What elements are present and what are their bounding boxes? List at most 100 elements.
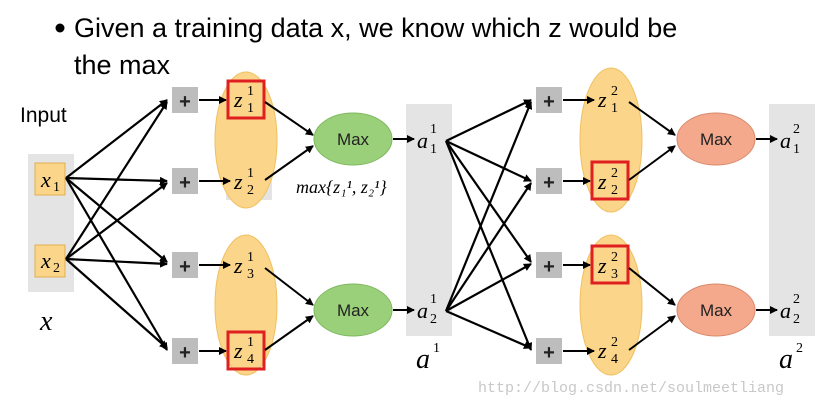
edges-max-to-a1 xyxy=(393,135,415,314)
svg-text:2: 2 xyxy=(793,292,800,307)
group-ellipse-l1-top xyxy=(214,71,278,209)
plus-node-l2-1: + xyxy=(536,87,562,113)
svg-text:a: a xyxy=(417,128,428,153)
svg-text:z: z xyxy=(597,87,607,112)
svg-text:2: 2 xyxy=(611,335,618,350)
svg-text:+: + xyxy=(543,342,555,364)
max-node-l2-top: Max xyxy=(676,112,756,166)
svg-text:1: 1 xyxy=(247,335,254,350)
svg-text:1: 1 xyxy=(247,101,254,116)
plus-node-l2-3: + xyxy=(536,252,562,278)
svg-text:2: 2 xyxy=(611,84,618,99)
z-node-l2-2: z 2 2 xyxy=(590,160,630,201)
x-vector-label: x xyxy=(39,306,53,337)
svg-text:z: z xyxy=(233,87,243,112)
svg-text:+: + xyxy=(179,91,191,113)
svg-text:2: 2 xyxy=(796,341,803,356)
svg-text:1: 1 xyxy=(430,292,437,307)
max-formula: max{z₁¹, z₂¹} xyxy=(296,177,388,197)
a2-layer-label: a 2 xyxy=(779,341,803,375)
svg-text:z: z xyxy=(233,169,243,194)
a1-node-1: a 1 1 xyxy=(417,122,437,157)
bullet-line-1: Given a training data x, we know which z… xyxy=(74,13,677,43)
z-node-l2-1: z 2 1 xyxy=(597,84,618,116)
svg-text:4: 4 xyxy=(247,352,254,367)
svg-text:a: a xyxy=(780,128,791,153)
plus-node-l2-4: + xyxy=(536,338,562,364)
svg-text:z: z xyxy=(597,338,607,363)
x2-node: x 2 xyxy=(34,244,66,278)
svg-text:a: a xyxy=(417,298,428,323)
a1-node-2: a 1 2 xyxy=(417,292,437,327)
svg-text:1: 1 xyxy=(247,250,254,265)
svg-text:1: 1 xyxy=(247,166,254,181)
svg-text:+: + xyxy=(543,91,555,113)
svg-text:1: 1 xyxy=(793,142,800,157)
svg-text:2: 2 xyxy=(430,312,437,327)
svg-text:+: + xyxy=(543,256,555,278)
svg-text:2: 2 xyxy=(53,261,60,276)
plus-node-l1-4: + xyxy=(172,338,198,364)
svg-text:Max: Max xyxy=(700,301,733,320)
plus-node-l2-2: + xyxy=(536,168,562,194)
group-ellipse-l1-bottom xyxy=(214,234,278,376)
svg-text:z: z xyxy=(233,253,243,278)
svg-text:2: 2 xyxy=(247,183,254,198)
z-node-l2-3: z 2 3 xyxy=(590,244,630,285)
svg-text:Max: Max xyxy=(337,130,370,149)
plus-node-l1-1: + xyxy=(172,87,198,113)
svg-text:2: 2 xyxy=(611,166,618,181)
z-node-l2-4: z 2 4 xyxy=(597,335,618,367)
z-node-l1-1: z 1 1 xyxy=(226,79,266,120)
x1-node: x 1 xyxy=(34,162,66,196)
svg-text:1: 1 xyxy=(430,142,437,157)
edges-input-to-l1 xyxy=(65,99,168,351)
z-node-l1-4: z 1 4 xyxy=(226,330,266,371)
svg-text:Max: Max xyxy=(700,130,733,149)
svg-text:1: 1 xyxy=(247,84,254,99)
watermark-text: http://blog.csdn.net/soulmeetliang xyxy=(478,380,784,397)
svg-text:x: x xyxy=(40,248,51,273)
edges-max-to-a2 xyxy=(756,135,778,314)
a2-node-1: a 2 1 xyxy=(780,122,800,157)
z-node-l1-2: z 1 2 xyxy=(233,166,254,198)
bullet-line-2: the max xyxy=(74,50,171,80)
svg-text:2: 2 xyxy=(793,312,800,327)
svg-text:1: 1 xyxy=(430,122,437,137)
svg-text:+: + xyxy=(179,172,191,194)
svg-text:2: 2 xyxy=(611,183,618,198)
edges-z-to-max-l1 xyxy=(264,101,314,351)
svg-text:a: a xyxy=(780,298,791,323)
input-label: Input xyxy=(20,104,67,127)
z-node-l1-3: z 1 3 xyxy=(233,250,254,282)
svg-text:1: 1 xyxy=(53,180,60,195)
plus-node-l1-2: + xyxy=(172,168,198,194)
svg-text:z: z xyxy=(597,253,607,278)
edges-a1-to-l2 xyxy=(444,99,533,351)
svg-text:x: x xyxy=(40,167,51,192)
svg-text:3: 3 xyxy=(247,267,254,282)
svg-text:2: 2 xyxy=(611,250,618,265)
edges-z-to-max-l2 xyxy=(628,101,676,351)
svg-text:z: z xyxy=(233,338,243,363)
svg-text:a: a xyxy=(416,344,430,375)
svg-text:+: + xyxy=(543,172,555,194)
svg-text:a: a xyxy=(779,344,793,375)
svg-text:1: 1 xyxy=(433,341,440,356)
max-node-l1-bottom: Max xyxy=(313,283,393,337)
plus-node-l1-3: + xyxy=(172,252,198,278)
svg-text:1: 1 xyxy=(611,101,618,116)
svg-text:Max: Max xyxy=(337,301,370,320)
svg-text:2: 2 xyxy=(793,122,800,137)
a2-node-2: a 2 2 xyxy=(780,292,800,327)
max-node-l1-top: Max xyxy=(313,112,393,166)
svg-text:+: + xyxy=(179,342,191,364)
max-node-l2-bottom: Max xyxy=(676,283,756,337)
svg-text:z: z xyxy=(597,169,607,194)
a1-layer-label: a 1 xyxy=(416,341,440,375)
edges-plus-to-z-l1 xyxy=(199,96,231,355)
bullet-dot xyxy=(55,23,65,33)
svg-text:4: 4 xyxy=(611,352,618,367)
